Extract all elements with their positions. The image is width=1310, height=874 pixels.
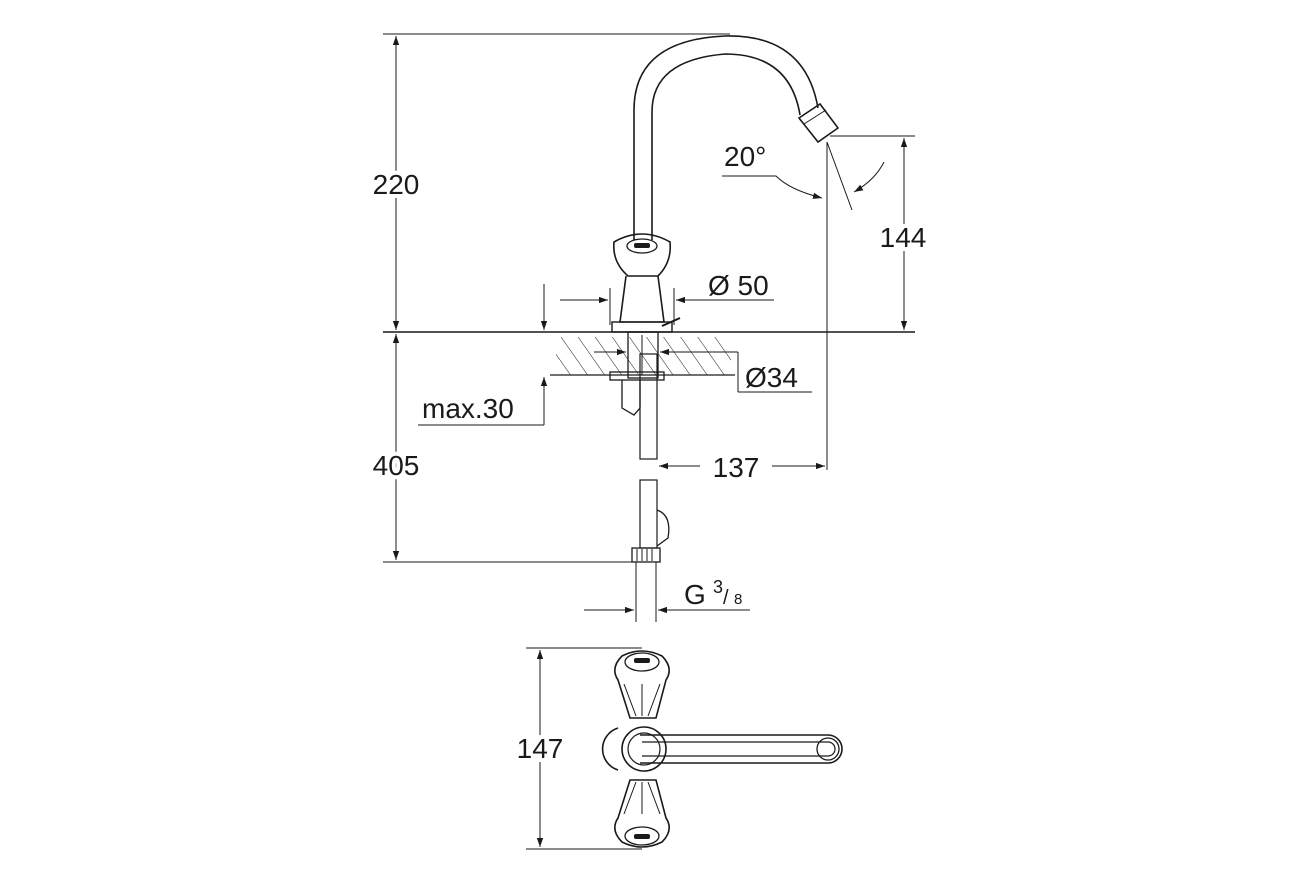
aerator [797, 102, 840, 144]
shank [627, 331, 659, 379]
label-thread-slash: / [723, 587, 729, 609]
label-147: 147 [517, 733, 564, 764]
label-spout-angle: 20° [724, 141, 766, 172]
supply-hose-lower [639, 479, 658, 549]
handle-top-lower [614, 779, 670, 848]
faucet-body [619, 275, 665, 323]
label-spout-reach: 137 [713, 452, 760, 483]
label-220: 220 [373, 169, 420, 200]
label-base-diameter: Ø 50 [708, 270, 769, 301]
label-144: 144 [880, 222, 927, 253]
top-view: 147 [513, 647, 843, 850]
label-max-thickness: max.30 [422, 393, 514, 424]
spout-arm-top [640, 734, 843, 764]
mounting-stud [621, 380, 641, 416]
side-view: 220 405 144 20° Ø 50 Ø34 max.30 [369, 33, 930, 622]
spout-inner [651, 53, 801, 240]
base-flange [611, 321, 673, 333]
label-hole-diameter: Ø34 [745, 362, 798, 393]
mounting-nut [609, 371, 665, 381]
check-valve [656, 509, 670, 547]
label-thread-numerator: 3 [713, 577, 723, 597]
label-thread-denominator: 8 [734, 591, 742, 608]
supply-hose-upper [639, 353, 658, 460]
label-thread: G [684, 579, 706, 610]
hose-connector [631, 547, 661, 563]
countertop-hatching [556, 337, 731, 375]
label-405: 405 [373, 450, 420, 481]
spout-outer [633, 35, 819, 240]
handle-top-upper [614, 650, 670, 719]
body-top [621, 726, 667, 772]
handle-side [612, 233, 672, 277]
